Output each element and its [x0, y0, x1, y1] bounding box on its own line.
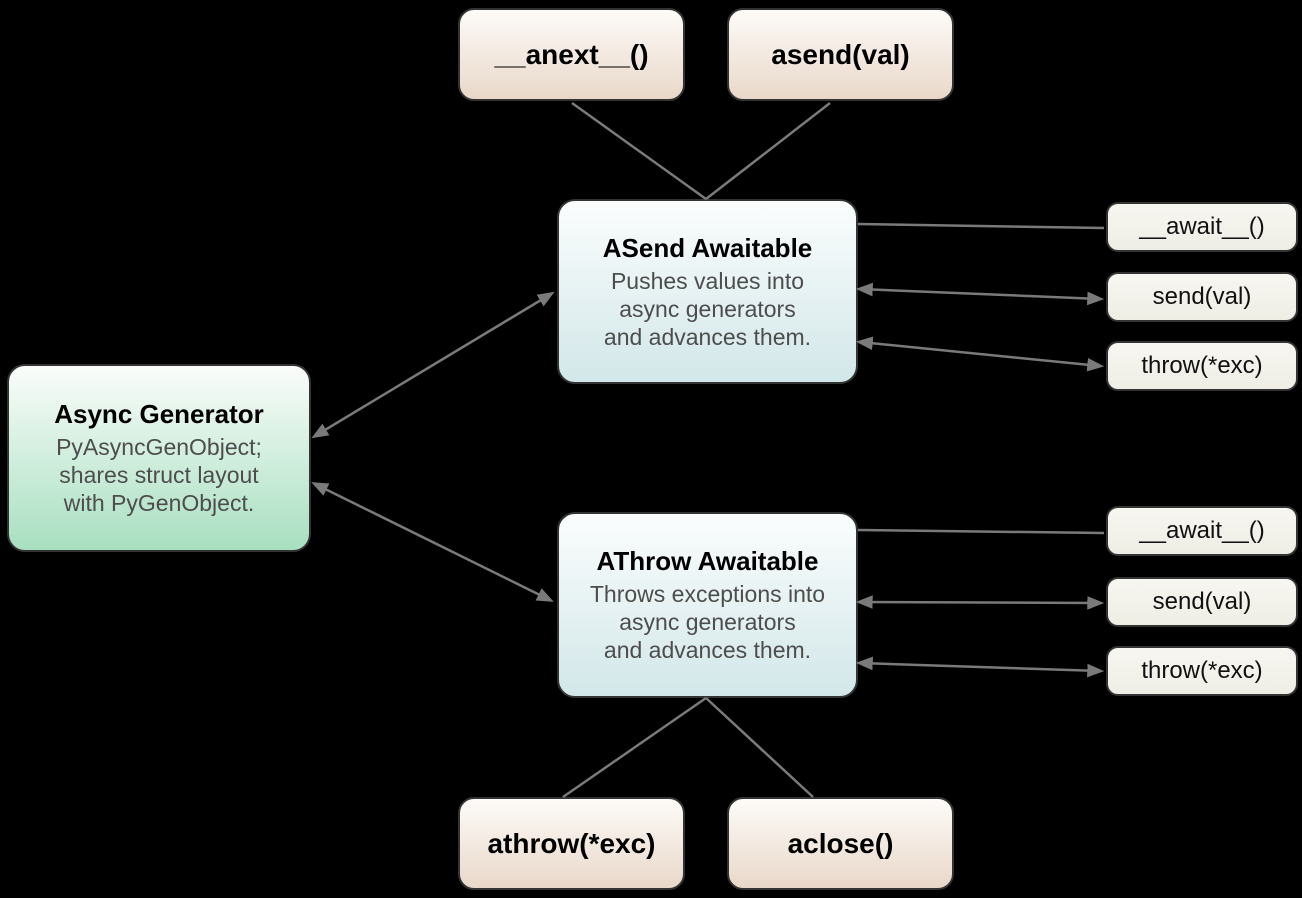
connector-async-generator-athrow-awaitable	[311, 482, 554, 602]
connector-asend-awaitable-throw	[855, 336, 1105, 372]
connector-asend-awaitable-to-await	[857, 222, 1105, 230]
asend-send-label: send(val)	[1152, 283, 1252, 310]
connector-athrow-awaitable-throw	[855, 656, 1105, 678]
athrow-awaitable-description: Throws exceptions into async generators …	[589, 581, 826, 663]
athrow-throw-label: throw(*exc)	[1141, 657, 1263, 684]
node-async-generator: Async Generator PyAsyncGenObject; shares…	[7, 364, 311, 552]
asend-await-label: __await__()	[1139, 213, 1265, 240]
athrow-await-label: __await__()	[1139, 517, 1265, 544]
node-asend-throw-method: throw(*exc)	[1106, 341, 1298, 391]
athrow-send-label: send(val)	[1152, 588, 1252, 615]
asend-throw-label: throw(*exc)	[1141, 352, 1263, 379]
async-generator-title: Async Generator	[54, 399, 264, 429]
asend-awaitable-description: Pushes values into async generators and …	[603, 267, 812, 350]
node-athrow-label: athrow(*exc)	[487, 827, 656, 859]
asend-awaitable-title: ASend Awaitable	[602, 232, 813, 263]
node-asend: asend(val)	[727, 8, 954, 101]
node-asend-send-method: send(val)	[1106, 272, 1298, 322]
node-athrow: athrow(*exc)	[458, 797, 685, 890]
connector-asend-awaitable-send	[855, 282, 1105, 306]
node-anext-label: __anext__()	[494, 38, 649, 70]
connector-athrow-awaitable-to-aclose	[705, 697, 814, 798]
node-athrow-send-method: send(val)	[1106, 577, 1298, 627]
node-asend-label: asend(val)	[771, 38, 910, 70]
node-asend-await-method: __await__()	[1106, 202, 1298, 252]
connector-asend-awaitable-async-generator	[311, 291, 555, 439]
connector-athrow-awaitable-to-await	[857, 528, 1105, 535]
connector-athrow-awaitable-to-athrow	[562, 696, 707, 799]
node-athrow-await-method: __await__()	[1106, 506, 1298, 556]
node-asend-awaitable: ASend Awaitable Pushes values into async…	[557, 199, 858, 384]
node-aclose: aclose()	[727, 797, 954, 890]
athrow-awaitable-title: AThrow Awaitable	[596, 546, 819, 576]
connector-asend-to-asend-awaitable	[705, 102, 831, 200]
node-anext: __anext__()	[458, 8, 685, 101]
node-athrow-awaitable: AThrow Awaitable Throws exceptions into …	[557, 512, 858, 698]
connector-anext-to-asend-awaitable	[571, 101, 707, 201]
connector-athrow-awaitable-send	[855, 595, 1105, 610]
node-aclose-label: aclose()	[787, 827, 894, 859]
node-athrow-throw-method: throw(*exc)	[1106, 646, 1298, 696]
async-generator-description: PyAsyncGenObject; shares struct layout w…	[56, 434, 262, 516]
